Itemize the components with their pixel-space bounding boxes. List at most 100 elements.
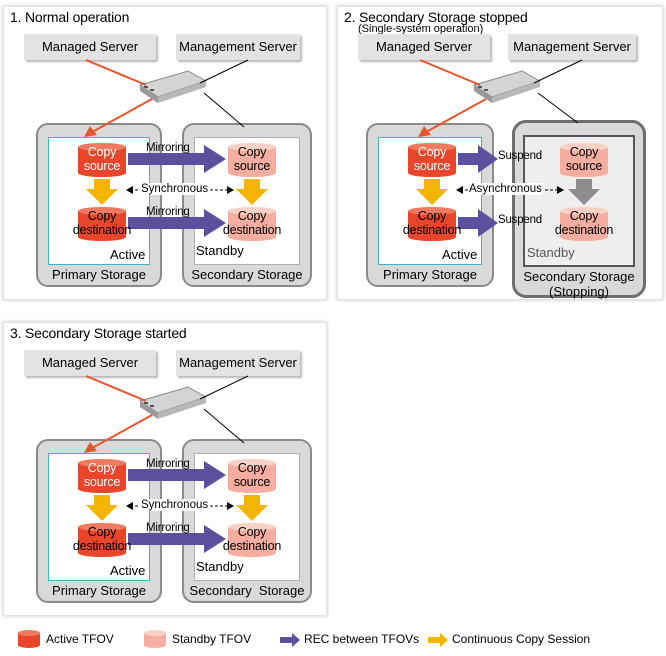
standby-label: Standby [527,245,575,260]
text-line: destination [222,539,282,553]
sync-label: Synchronous [140,183,210,195]
legend-rec-label: REC between TFOVs [304,632,420,646]
management-server-box: Management Server [176,34,300,60]
text-line: Copy [87,145,117,159]
text-line: (Stopping) [549,284,609,299]
rec-arrow-icon [280,633,300,647]
text-line: source [233,475,271,489]
management-server-box: Management Server [508,34,636,60]
text-line: Copy [569,209,599,223]
text-line: destination [72,539,132,553]
standby-dest-disk-icon [560,207,608,241]
network-switch-icon [138,70,208,103]
text-line: Copy [417,145,447,159]
standby-dest-label: Copy destination [218,209,286,237]
legend-active-label: Active TFOV [46,632,114,646]
legend-standby-label: Standby TFOV [172,632,252,646]
standby-source-disk-icon [560,143,608,177]
secondary-storage-label: Secondary Storage [191,267,303,282]
standby-source-disk-icon [228,143,276,177]
standby-tfov-disk-icon [144,630,166,648]
text-line: Copy [87,461,117,475]
server-link-line [419,59,481,86]
text-line: Copy [237,145,267,159]
standby-dest-label: Copy destination [550,209,618,237]
primary-link-arrowhead [84,126,97,137]
panel-normal-operation: 1. Normal operation Managed Server Manag… [4,7,326,299]
managed-server-box: Managed Server [24,34,156,60]
active-dest-disk-icon [78,207,126,241]
text-line: Secondary Storage [523,269,635,284]
server-link-line [85,59,147,86]
text-line: source [83,159,121,173]
text-line: Copy [237,461,267,475]
panel-secondary-started: 3. Secondary Storage started Managed Ser… [4,323,326,615]
sync-arrowhead-right [227,186,234,194]
link-bottom-label: Mirroring [146,522,190,534]
active-label: Active [442,247,478,262]
managed-server-box: Managed Server [358,34,490,60]
session-arrow-primary [86,495,118,521]
standby-source-disk-icon [228,459,276,493]
link-bottom-label: Mirroring [146,206,190,218]
rec-arrow-bottom [128,525,226,553]
session-arrow-secondary [236,495,268,521]
legend: Active TFOV Standby TFOV REC between TFO… [0,626,666,654]
primary-storage-label: Primary Storage [52,583,146,598]
active-tfov-disk-icon [18,630,40,648]
sync-arrowhead-right [227,502,234,510]
session-arrow-secondary-stopped [568,179,600,205]
active-source-disk-icon [78,459,126,493]
secondary-storage-inner [523,135,635,267]
text-line: Copy [237,525,267,539]
text-line: Copy [569,145,599,159]
primary-link-arrowhead [84,442,97,453]
standby-dest-disk-icon [228,523,276,557]
secondary-storage-label: Secondary Storage [189,583,305,598]
text-line: source [565,159,603,173]
panel-title: 1. Normal operation [10,9,130,25]
session-arrow-primary [86,179,118,205]
text-line: Copy [417,209,447,223]
active-dest-label: Copy destination [68,525,136,553]
legend-session-label: Continuous Copy Session [452,632,591,646]
primary-link-line [93,414,153,448]
active-dest-label: Copy destination [68,209,136,237]
active-dest-disk-icon [78,523,126,557]
panel-title: 3. Secondary Storage started [10,325,187,341]
management-link-line [199,59,249,84]
panel-2-graphics [408,59,608,241]
secondary-link-line [203,408,245,444]
text-line: source [83,475,121,489]
management-link-line [533,59,583,84]
session-arrow-secondary [236,179,268,205]
async-label: Asynchronous [468,183,543,195]
active-source-label: Copy source [408,145,456,173]
secondary-storage-label: Secondary Storage (Stopping) [515,269,643,299]
rec-arrow-top [458,145,498,173]
text-line: destination [554,223,614,237]
rec-arrow-top [128,461,226,489]
text-line: destination [222,223,282,237]
standby-label: Standby [196,559,244,574]
sync-label: Synchronous [140,499,210,511]
text-line: source [413,159,451,173]
active-source-disk-icon [408,143,456,177]
primary-link-line [427,98,487,132]
management-server-box: Management Server [176,350,300,376]
primary-storage-label: Primary Storage [52,267,146,282]
standby-label: Standby [196,243,244,258]
active-label: Active [110,563,146,578]
link-bottom-label: Suspend [498,214,542,226]
session-arrow-icon [428,633,448,647]
active-dest-label: Copy destination [398,209,466,237]
active-label: Active [110,247,146,262]
async-arrowhead-left [456,186,463,194]
panel-1-graphics [78,59,276,241]
text-line: destination [402,223,462,237]
managed-server-box: Managed Server [24,350,156,376]
secondary-link-line [203,92,245,128]
async-arrowhead-right [557,186,564,194]
text-line: destination [72,223,132,237]
text-line: source [233,159,271,173]
